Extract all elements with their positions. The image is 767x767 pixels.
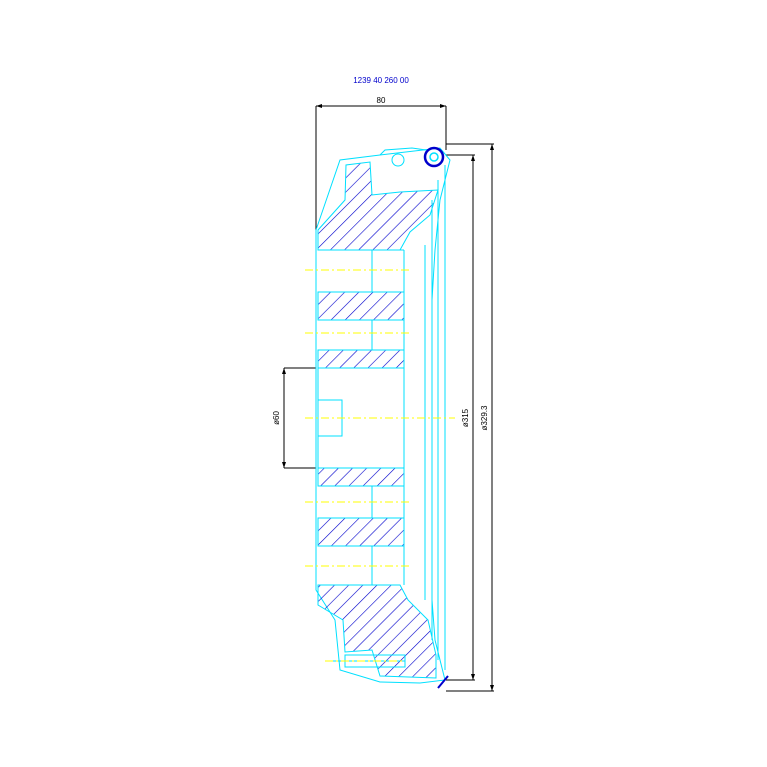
bore-dimension-label: ø60	[272, 411, 281, 425]
bore-dimension: ø60	[272, 367, 316, 469]
width-dimension-label: 80	[377, 96, 386, 105]
bearing-circle-icon	[423, 146, 445, 168]
inner-diameter-dimension: ø315	[446, 154, 475, 681]
outer-diameter-dimension: ø329.3	[446, 143, 494, 692]
outer-diameter-label: ø329.3	[480, 405, 489, 430]
drawing-title: 1239 40 260 00	[353, 76, 409, 85]
part-section	[315, 146, 451, 689]
centerlines	[305, 269, 455, 662]
inner-diameter-label: ø315	[461, 408, 470, 427]
width-dimension: 80	[315, 96, 447, 230]
